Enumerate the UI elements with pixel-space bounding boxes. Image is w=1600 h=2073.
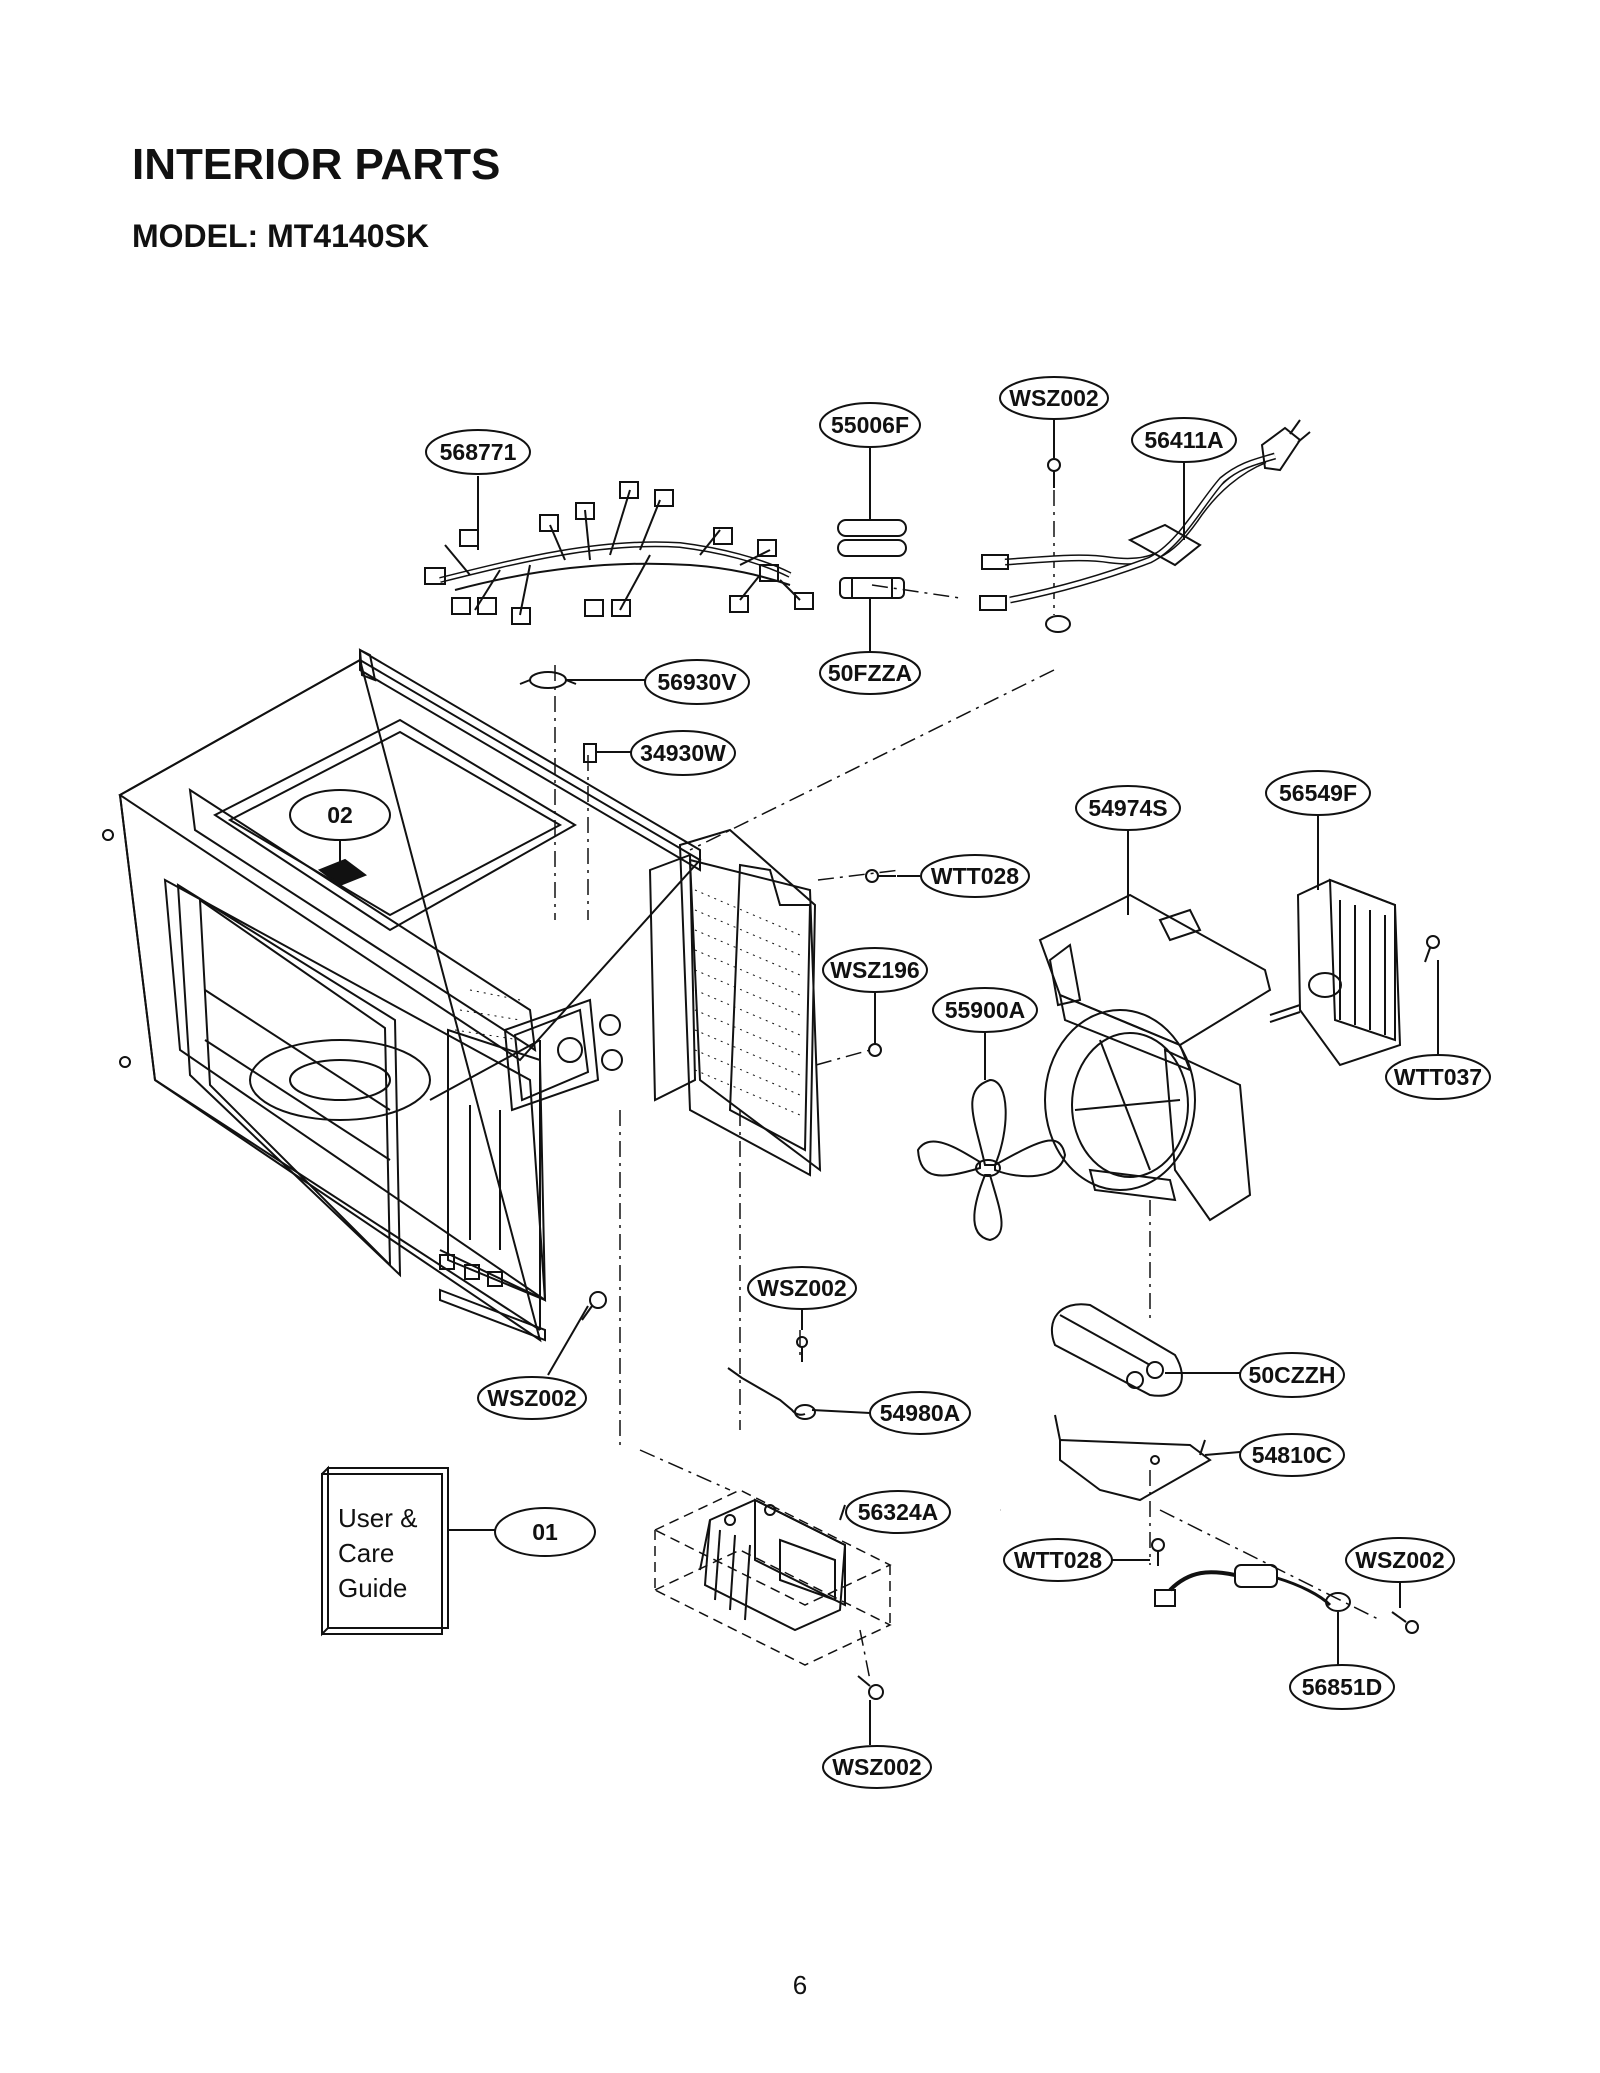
svg-text:50FZZA: 50FZZA xyxy=(828,660,912,686)
svg-text:WSZ002: WSZ002 xyxy=(487,1385,576,1411)
svg-text:WTT037: WTT037 xyxy=(1394,1064,1482,1090)
oven-cavity-drawing xyxy=(102,648,822,1343)
callout-wsz002-top: WSZ002 xyxy=(999,376,1109,420)
svg-text:55006F: 55006F xyxy=(831,412,909,438)
svg-text:56324A: 56324A xyxy=(858,1499,939,1525)
model-title: MODEL: MT4140SK xyxy=(132,218,429,254)
svg-text:WTT028: WTT028 xyxy=(1014,1547,1102,1573)
callout-wtt028-bottom: WTT028 xyxy=(1003,1538,1113,1582)
callout-34930W: 34930W xyxy=(630,730,736,776)
svg-text:56930V: 56930V xyxy=(657,669,737,695)
callout-wsz002-mid: WSZ002 xyxy=(747,1266,857,1310)
svg-text:56411A: 56411A xyxy=(1144,427,1223,453)
fan-duct-drawing xyxy=(1038,893,1272,1222)
fuse-clips-drawing xyxy=(837,519,907,557)
fuse-drawing xyxy=(839,577,905,599)
callout-55900A: 55900A xyxy=(932,987,1038,1033)
leader-lines xyxy=(339,418,1439,1745)
callout-wtt037: WTT037 xyxy=(1385,1054,1491,1100)
callout-wtt028-mid: WTT028 xyxy=(920,854,1030,898)
svg-text:Care: Care xyxy=(338,1538,394,1568)
callout-wsz002-left: WSZ002 xyxy=(477,1376,587,1420)
fan-motor-drawing xyxy=(1269,878,1402,1067)
callout-wsz196: WSZ196 xyxy=(822,947,928,993)
svg-text:54810C: 54810C xyxy=(1252,1442,1333,1468)
thermal-fuse-wire-drawing xyxy=(1154,1564,1351,1612)
svg-text:WTT028: WTT028 xyxy=(931,863,1019,889)
screw-icons xyxy=(581,458,1440,1700)
assembly-guide-lines xyxy=(554,490,1381,1681)
magnetron-dashed-box xyxy=(653,1489,892,1666)
magnetron-drawing xyxy=(699,1498,847,1632)
svg-text:02: 02 xyxy=(327,802,353,828)
callout-02: 02 xyxy=(289,789,391,841)
page-title: INTERIOR PARTS xyxy=(132,140,501,189)
callout-wsz002-bottom: WSZ002 xyxy=(822,1745,932,1789)
svg-text:WSZ002: WSZ002 xyxy=(1355,1547,1444,1573)
callout-56851D: 56851D xyxy=(1289,1664,1395,1710)
callout-54810C: 54810C xyxy=(1239,1433,1345,1477)
page-number: 6 xyxy=(792,1970,808,2000)
svg-text:55900A: 55900A xyxy=(945,997,1026,1023)
callout-50CZZH: 50CZZH xyxy=(1239,1352,1345,1398)
svg-text:54980A: 54980A xyxy=(880,1400,961,1426)
svg-text:Guide: Guide xyxy=(338,1573,407,1603)
svg-text:56851D: 56851D xyxy=(1302,1674,1383,1700)
bracket-clip-drawing xyxy=(727,1367,816,1420)
svg-text:WSZ002: WSZ002 xyxy=(757,1275,846,1301)
svg-text:WSZ002: WSZ002 xyxy=(1009,385,1098,411)
vent-grill-pattern xyxy=(454,889,801,1116)
svg-text:User &: User & xyxy=(338,1503,417,1533)
svg-text:WSZ196: WSZ196 xyxy=(830,957,919,983)
callout-55006F: 55006F xyxy=(819,402,921,448)
svg-text:50CZZH: 50CZZH xyxy=(1249,1362,1336,1388)
svg-text:54974S: 54974S xyxy=(1088,795,1167,821)
callout-56549F: 56549F xyxy=(1265,770,1371,816)
svg-text:34930W: 34930W xyxy=(640,740,726,766)
callout-56324A: 56324A xyxy=(845,1490,951,1534)
callout-50FZZA: 50FZZA xyxy=(819,651,921,695)
capacitor-drawing xyxy=(1050,1303,1183,1397)
callout-56411A: 56411A xyxy=(1131,417,1237,463)
callout-56930V: 56930V xyxy=(644,659,750,705)
callout-wsz002-right: WSZ002 xyxy=(1345,1537,1455,1583)
callout-54980A: 54980A xyxy=(869,1391,971,1435)
svg-text:56549F: 56549F xyxy=(1279,780,1357,806)
callout-01: 01 xyxy=(494,1507,596,1557)
cavity-rear-panel-drawing xyxy=(678,828,817,1177)
capacitor-bracket-drawing xyxy=(1054,1414,1212,1502)
callout-568771: 568771 xyxy=(425,429,531,475)
power-cord-drawing xyxy=(979,419,1311,633)
wire-harness-drawing xyxy=(424,481,814,625)
svg-text:568771: 568771 xyxy=(440,439,517,465)
fan-blade-drawing xyxy=(916,1078,1067,1242)
user-guide-booklet-drawing xyxy=(321,1465,449,1637)
user-guide-label: User & Care Guide xyxy=(338,1503,417,1603)
svg-text:WSZ002: WSZ002 xyxy=(832,1754,921,1780)
callout-54974S: 54974S xyxy=(1075,785,1181,831)
svg-text:01: 01 xyxy=(532,1519,558,1545)
